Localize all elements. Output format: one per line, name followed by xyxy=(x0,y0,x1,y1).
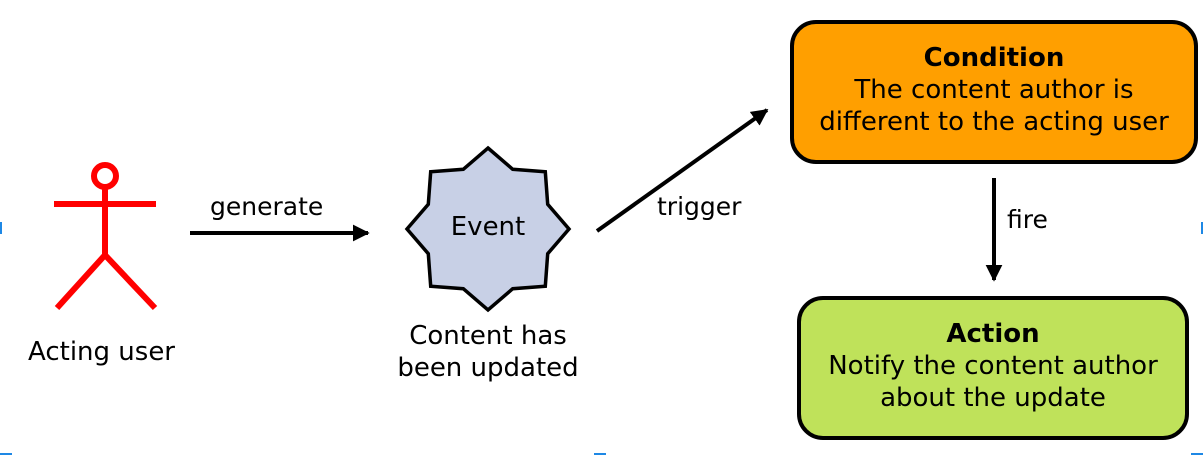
selection-handle-bottom-left xyxy=(0,453,12,455)
generate-label: generate xyxy=(210,192,324,221)
fire-label: fire xyxy=(1007,205,1048,234)
trigger-label: trigger xyxy=(657,192,742,221)
action-line1: Notify the content author xyxy=(828,351,1158,381)
event-caption: Content has been updated xyxy=(386,320,590,384)
condition-line1: The content author is xyxy=(854,75,1134,105)
selection-handle-bottom-center xyxy=(594,453,606,455)
condition-line2: different to the acting user xyxy=(819,107,1169,137)
action-line2: about the update xyxy=(880,383,1106,413)
trigger-arrow xyxy=(595,108,769,233)
condition-box: Condition The content author is differen… xyxy=(790,20,1198,164)
stick-figure-icon xyxy=(54,162,158,311)
event-caption-line2: been updated xyxy=(397,353,579,383)
condition-title: Condition xyxy=(923,43,1065,73)
event-caption-line1: Content has xyxy=(409,321,567,351)
selection-handle-bottom-right xyxy=(1191,453,1203,455)
action-title: Action xyxy=(946,319,1040,349)
event-label: Event xyxy=(450,212,526,242)
action-box: Action Notify the content author about t… xyxy=(797,296,1189,440)
selection-handle-right xyxy=(1201,222,1203,234)
actor-label: Acting user xyxy=(28,337,175,367)
star-burst-icon xyxy=(404,145,572,313)
selection-handle-left xyxy=(0,222,2,234)
